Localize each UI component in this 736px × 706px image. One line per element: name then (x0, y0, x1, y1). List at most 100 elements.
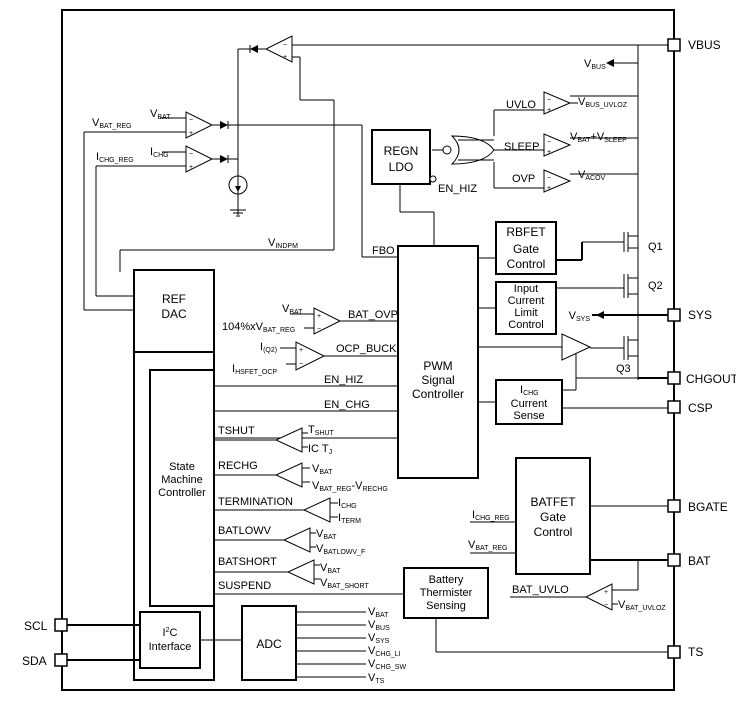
diode-icon (220, 155, 228, 163)
vsys-label: VSYS (569, 310, 591, 323)
thermistor-line1: Battery (429, 574, 464, 586)
short-a-label: VBAT (320, 562, 341, 575)
ichg-reg-label: ICHG_REG (96, 151, 134, 164)
batshort-comparator: BATSHORT SUSPEND VBAT VBAT_SHORT (214, 556, 404, 595)
en-hiz-input-bubble (429, 175, 437, 183)
input-limit-line3: Limit (514, 307, 537, 319)
term-a-label: ICHG (338, 497, 357, 510)
ic-tj-label: IC TJ (308, 443, 332, 456)
tshut-comparator: TSHUT TSHUT IC TJ (214, 424, 335, 456)
adc-vchg-sw-label: VCHG_SW (368, 658, 406, 671)
bat-ovp-ref-label: 104%xVBAT_REG (222, 321, 295, 334)
svg-text:+: + (317, 313, 321, 320)
pin-ts: TS (667, 645, 703, 659)
batfet-line3: Control (534, 525, 573, 539)
input-current-limit-block: Input Current Limit Control (478, 281, 557, 335)
ichg-sense-line3: Sense (513, 410, 544, 422)
i2c-line2: Interface (149, 641, 192, 653)
suspend-label: SUSPEND (218, 580, 271, 592)
ref-dac-block: REF DAC (133, 269, 215, 353)
fbo-net: FBO (238, 124, 398, 258)
pin-sys: SYS (667, 308, 712, 322)
iq2-label: I(Q2) (260, 341, 277, 354)
q1-mosfet-icon: Q1 (582, 222, 663, 266)
vbus-rail: VBUS (292, 44, 668, 380)
en-signals: EN_HIZ EN_CHG (214, 374, 398, 439)
i2c-line1: I2C (163, 627, 178, 639)
sys-net: VSYS (569, 310, 668, 323)
rbfet-block: RBFET Gate Control (478, 221, 583, 275)
sleep-label: SLEEP (504, 141, 539, 153)
pin-bat: BAT (667, 553, 711, 568)
ocp-buck-comparator: + − OCP_BUCK I(Q2) IHSFET_OCP (232, 341, 398, 376)
input-limit-line2: Current (508, 295, 545, 307)
svg-text:+: + (547, 185, 551, 192)
svg-text:−: − (189, 151, 193, 158)
svg-text:−: − (283, 42, 287, 49)
svg-text:+: + (189, 130, 193, 137)
vbat-reg-amp: − + VBAT VBAT_REG (84, 108, 238, 139)
pin-sys-pad (667, 308, 681, 322)
ichg-sense-line2: Current (511, 398, 548, 410)
vbat-label: VBAT (150, 108, 171, 121)
pin-vbus-label: VBUS (688, 38, 721, 52)
batlowv-b-label: VBATLOWV_F (316, 543, 365, 556)
thermistor-line3: Sensing (426, 600, 466, 612)
pin-vbus-pad (667, 38, 681, 52)
state-machine-line2: Machine (161, 474, 203, 486)
batlowv-a-label: VBAT (316, 528, 337, 541)
ichg-label: ICHG (150, 146, 169, 159)
regn-ldo-line1: REGN (384, 144, 419, 158)
bat-ovp-vbat-label: VBAT (282, 303, 303, 316)
ovp-comparator: − + OVP VACOV (493, 162, 606, 193)
adc-vbus-label: VBUS (368, 619, 390, 632)
vbus-uvloz-label: VBUS_UVLOZ (578, 96, 628, 109)
ichg-sense-title: ICHG (520, 384, 539, 397)
pin-csp-pad (667, 400, 681, 414)
batfet-block: BATFET Gate Control ICHG_REG VBAT_REG (468, 457, 668, 575)
svg-text:−: − (299, 361, 303, 368)
rbfet-line1: RBFET (506, 225, 546, 239)
pin-chgout-pad (667, 371, 681, 385)
q3-mosfet-icon: Q3 (590, 336, 668, 379)
q3-label: Q3 (616, 363, 631, 375)
rechg-label: RECHG (218, 460, 258, 472)
ref-dac-line1: REF (162, 292, 186, 306)
pin-sda: SDA (22, 653, 68, 668)
batlowv-comparator: BATLOWV VBAT VBATLOWV_F (214, 525, 365, 556)
vindpm-label: VINDPM (268, 237, 298, 250)
pin-sys-label: SYS (688, 308, 712, 322)
batfet-vbat-label: VBAT_REG (468, 539, 508, 552)
pin-bat-pad (667, 553, 681, 567)
vbus-out-label: VBUS (584, 58, 606, 71)
ic-boundary (61, 9, 675, 691)
current-source-icon (228, 175, 248, 217)
state-machine-line1: State (169, 461, 195, 473)
q2-label: Q2 (648, 280, 663, 292)
pwm-line1: PWM (423, 359, 452, 373)
state-machine-line3: Controller (158, 487, 206, 499)
tshut-ref-label: TSHUT (308, 424, 335, 437)
thermistor-block: Battery Thermister Sensing (403, 567, 668, 653)
pin-bgate-pad (667, 499, 681, 513)
fbo-label: FBO (372, 245, 395, 257)
termination-comparator: TERMINATION ICHG ITERM (214, 496, 361, 525)
regn-ldo-block: REGN LDO EN_HIZ (371, 129, 477, 246)
pin-scl-label: SCL (24, 619, 48, 633)
bat-ovp-comparator: + − BAT_OVP VBAT 104%xVBAT_REG (222, 303, 398, 335)
adc-vchg-li-label: VCHG_LI (368, 645, 401, 658)
ichg-reg-amp: − + ICHG ICHG_REG (96, 145, 238, 173)
ocp-buck-label: OCP_BUCK (336, 343, 397, 355)
adc-block: ADC VBAT VBUS VSYS VCHG_LI VCHG_SW VTS (241, 605, 406, 685)
rbfet-line3: Control (507, 257, 546, 271)
ref-dac-line2: DAC (161, 307, 187, 321)
ovp-label: OVP (512, 173, 535, 185)
svg-text:+: + (547, 107, 551, 114)
q2-mosfet-icon: Q2 (556, 266, 663, 345)
i2c-interface-block: I2C Interface (67, 611, 242, 669)
pin-chgout: CHGOUT (667, 371, 736, 386)
svg-text:+: + (604, 589, 608, 596)
svg-text:−: − (317, 326, 321, 333)
svg-text:+: + (299, 347, 303, 354)
rechg-a-label: VBAT (312, 463, 333, 476)
